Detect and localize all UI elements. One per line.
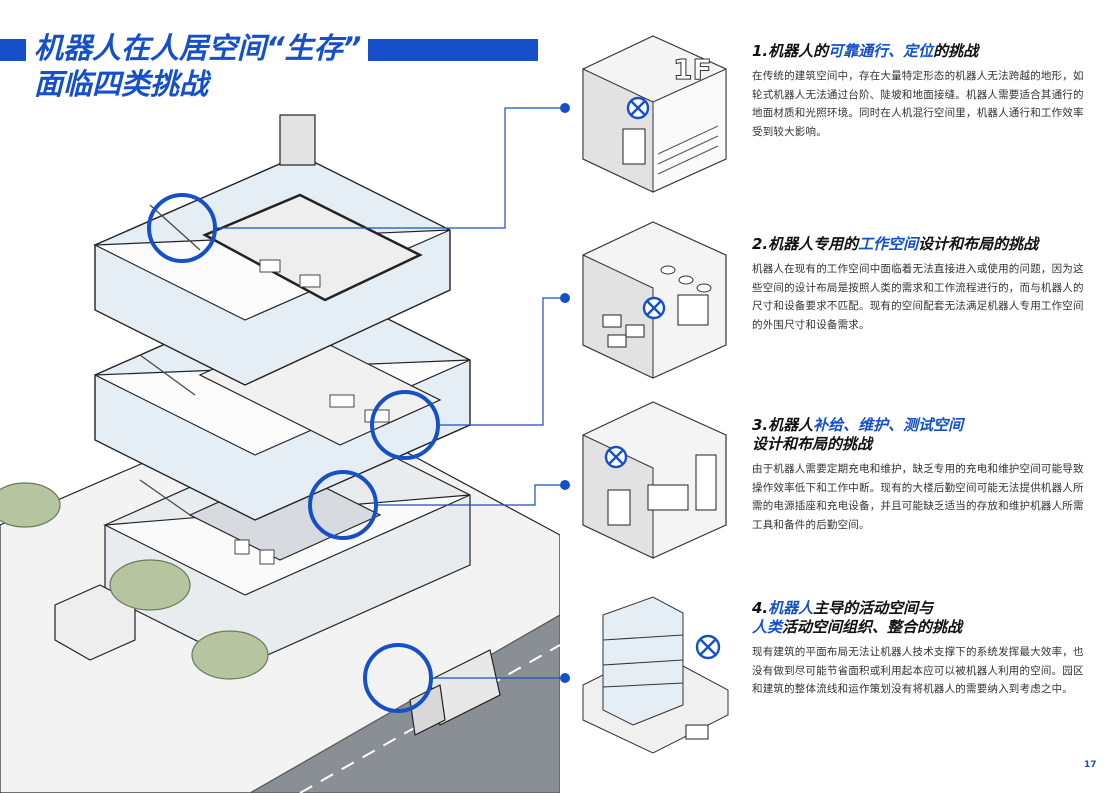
section-1-heading: 1.机器人的可靠通行、定位的挑战 — [752, 42, 979, 60]
floor-sign-label: 1F — [673, 53, 712, 86]
section-4-body: 现有建筑的平面布局无法让机器人技术支撑下的系统发挥最大效率，也没有做到尽可能节省… — [752, 646, 1084, 695]
section-1: 1.机器人的可靠通行、定位的挑战 在传统的建筑空间中，存在大量特定形态的机器人无… — [752, 42, 1087, 141]
prohibited-icon — [695, 634, 721, 660]
page-title: 机器人在人居空间“生存” 面临四类挑战 — [34, 30, 361, 102]
section-3-body: 由于机器人需要定期充电和维护，缺乏专用的充电和维护空间可能导致操作效率低下和工作… — [752, 463, 1084, 531]
title-accent-bar-left — [0, 39, 26, 61]
section-2: 2.机器人专用的工作空间设计和布局的挑战 机器人在现有的工作空间中面临着无法直接… — [752, 235, 1087, 334]
section-3: 3.机器人补给、维护、测试空间设计和布局的挑战 由于机器人需要定期充电和维护，缺… — [752, 416, 1087, 534]
thumb-maintenance-space — [578, 400, 731, 560]
page-number: 17 — [1084, 760, 1097, 770]
section-3-heading: 3.机器人补给、维护、测试空间设计和布局的挑战 — [752, 416, 964, 453]
page-title-line1: 机器人在人居空间“生存” — [34, 31, 362, 65]
connector-line-2 — [438, 297, 560, 426]
page-title-line2: 面临四类挑战 — [34, 67, 209, 101]
building-isometric-illustration — [0, 107, 560, 793]
thumb-building-cutaway — [578, 595, 731, 755]
prohibited-icon — [642, 296, 666, 320]
section-4: 4.机器人主导的活动空间与人类活动空间组织、整合的挑战 现有建筑的平面布局无法让… — [752, 599, 1087, 699]
section-2-heading: 2.机器人专用的工作空间设计和布局的挑战 — [752, 235, 1039, 253]
thumb-work-space — [578, 220, 731, 380]
connector-line-1 — [215, 107, 560, 229]
prohibited-icon — [604, 445, 628, 469]
elevator-shaft — [279, 114, 316, 166]
prohibited-icon — [626, 96, 650, 120]
section-4-heading: 4.机器人主导的活动空间与人类活动空间组织、整合的挑战 — [752, 599, 963, 636]
connector-line-3 — [376, 484, 560, 506]
connector-dots — [560, 103, 570, 683]
section-1-body: 在传统的建筑空间中，存在大量特定形态的机器人无法跨越的地形，如轮式机器人无法通过… — [752, 70, 1084, 138]
kiosk — [54, 584, 136, 661]
section-2-body: 机器人在现有的工作空间中面临着无法直接进入或使用的问题，因为这些空间的设计布局是… — [752, 263, 1084, 331]
thumb-navigation-space: 1F — [578, 34, 731, 194]
delivery-truck — [409, 649, 501, 736]
title-accent-bar-right — [368, 39, 538, 61]
